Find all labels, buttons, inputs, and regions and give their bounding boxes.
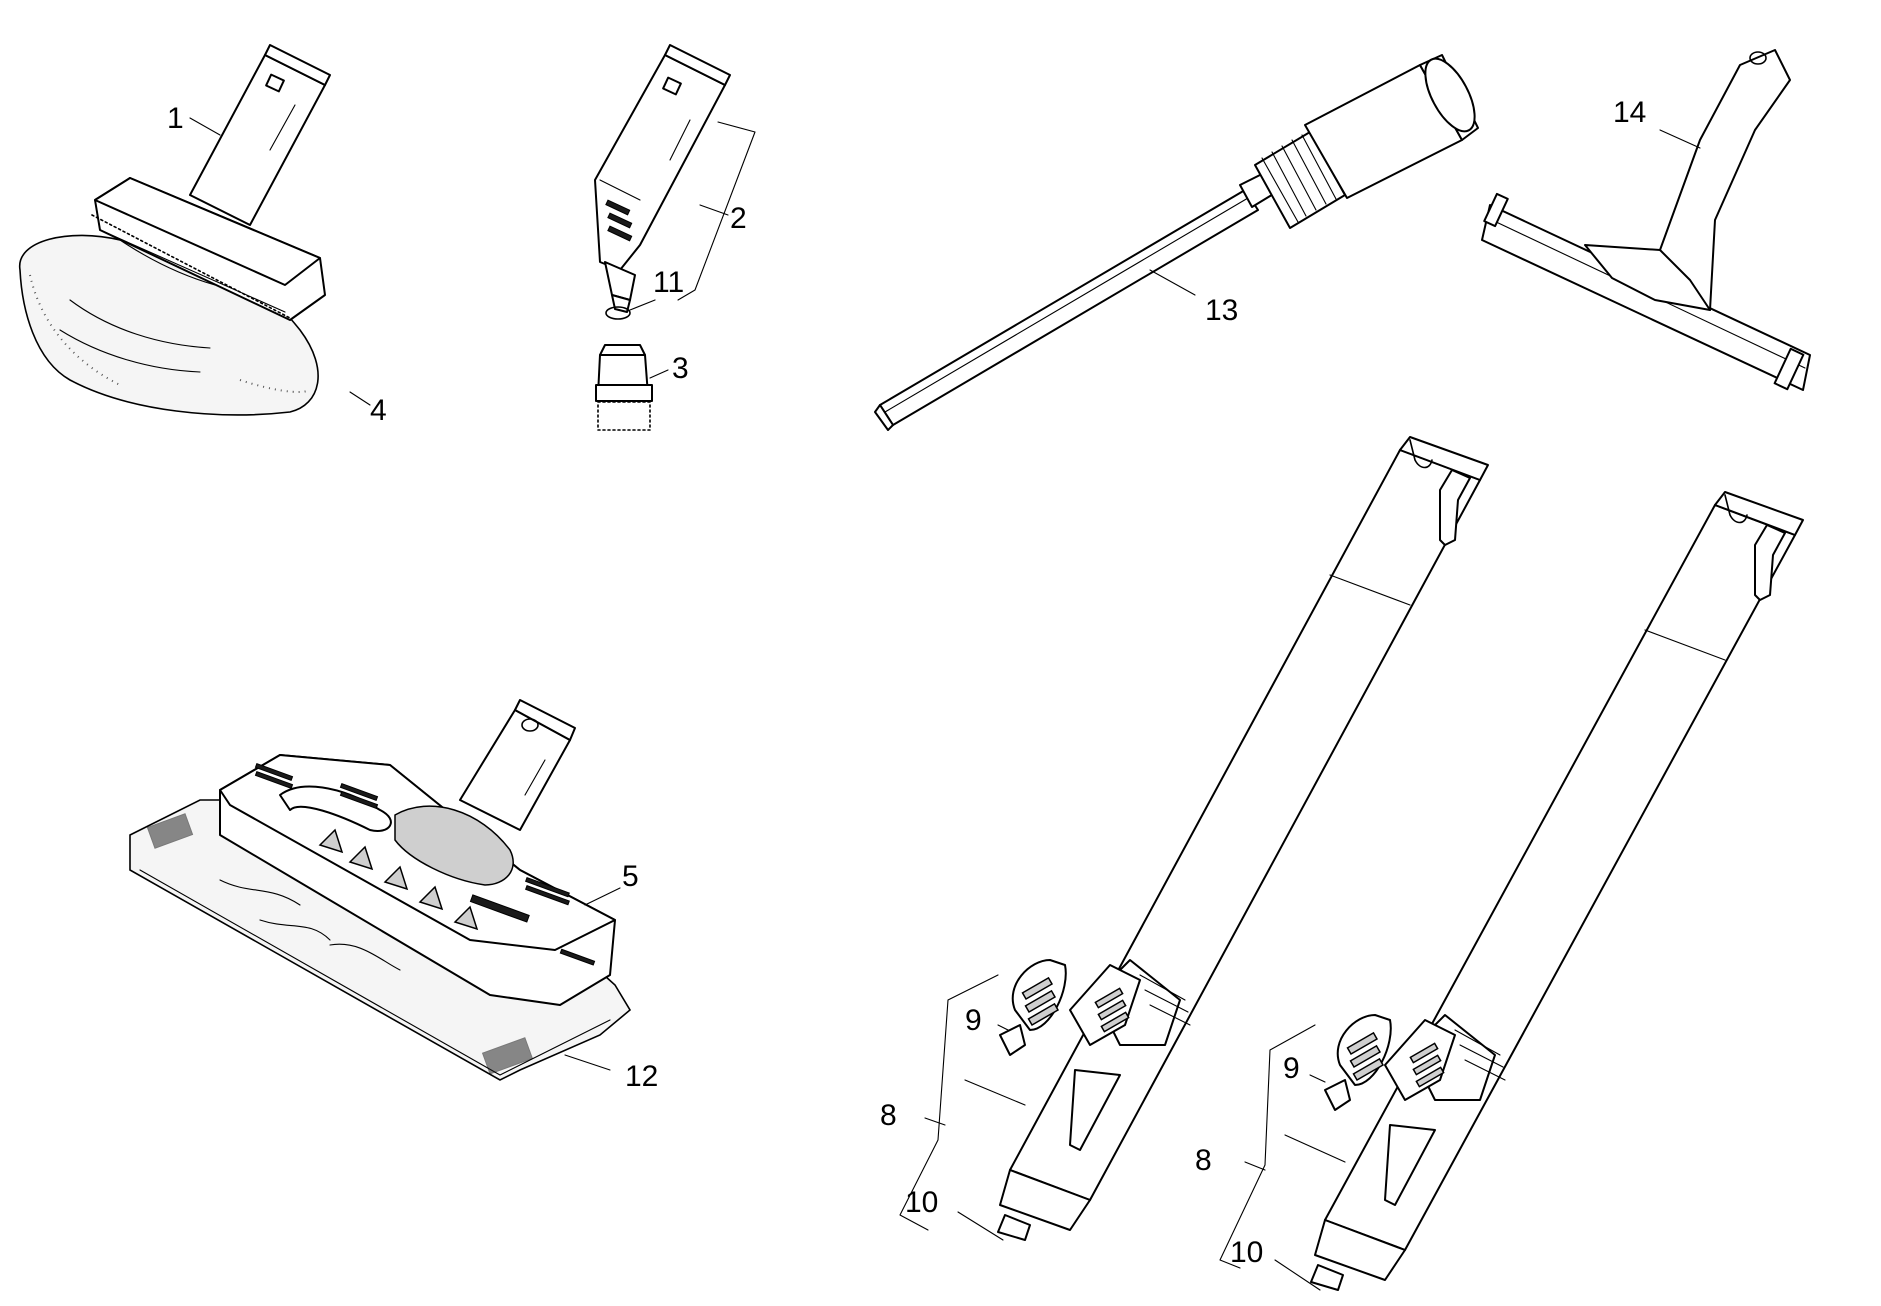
label-12: 12 (625, 1060, 658, 1093)
label-11: 11 (653, 266, 684, 299)
part-8-extension-tube-left (997, 436, 1489, 1241)
label-4: 4 (370, 394, 387, 427)
part-11-o-ring (605, 306, 631, 320)
part-9-clip-right (1324, 1014, 1392, 1111)
label-3: 3 (672, 352, 689, 385)
label-13: 13 (1205, 294, 1238, 327)
part-8-extension-tube-right (1310, 491, 1804, 1291)
label-10-left: 10 (905, 1186, 938, 1219)
label-9-right: 9 (1283, 1052, 1300, 1085)
part-13-extension-rod (874, 54, 1479, 431)
label-8-left: 8 (880, 1099, 897, 1132)
part-9-clip-left (999, 959, 1067, 1056)
part-5-floor-nozzle (219, 699, 616, 1006)
label-5: 5 (622, 860, 639, 893)
part-14-window-squeegee (1481, 49, 1811, 391)
part-number-labels: 1 2 11 3 4 13 14 5 12 9 8 10 9 8 10 (167, 96, 1646, 1269)
label-2: 2 (730, 202, 747, 235)
part-3-round-brush (595, 344, 653, 431)
label-9-left: 9 (965, 1004, 982, 1037)
part-1-hand-brush (19, 44, 331, 416)
label-10-right: 10 (1230, 1236, 1263, 1269)
leader-lines (189, 117, 1701, 1291)
label-8-right: 8 (1195, 1144, 1212, 1177)
label-1: 1 (167, 102, 184, 135)
label-14: 14 (1613, 96, 1646, 129)
part-2-detail-nozzle (594, 44, 731, 313)
